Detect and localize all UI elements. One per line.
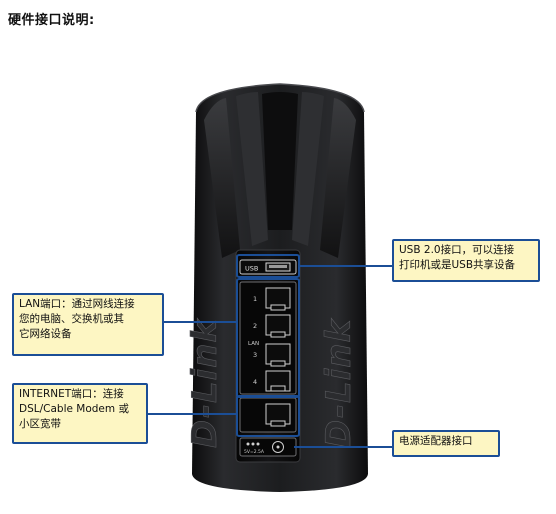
usb-callout: USB 2.0接口，可以连接 打印机或是USB共享设备 xyxy=(392,239,540,282)
lan-port-3: 3 xyxy=(253,343,291,367)
lan-port-number: 4 xyxy=(253,378,257,386)
lan-port-number: 2 xyxy=(253,322,257,330)
lan-callout: LAN端口：通过网线连接 您的电脑、交换机或其 它网络设备 xyxy=(12,293,164,356)
usb-callout-line: USB 2.0接口，可以连接 xyxy=(399,244,515,256)
internet-callout-line: 小区宽带 xyxy=(19,418,61,430)
power-jack: 5V=2.5A xyxy=(239,437,297,457)
internet-highlight xyxy=(236,395,300,437)
callout-connectors xyxy=(148,254,392,448)
usb-port-label: USB xyxy=(245,265,258,273)
lan-port-4: 4 xyxy=(253,370,291,392)
lan-port-number: 1 xyxy=(253,295,257,303)
brand-logo-left: D-Link xyxy=(185,318,225,448)
lan-callout-line: 它网络设备 xyxy=(19,328,72,340)
internet-callout: INTERNET端口：连接 DSL/Cable Modem 或 小区宽带 xyxy=(12,383,148,444)
usb-callout-line: 打印机或是USB共享设备 xyxy=(399,259,516,271)
power-rating-label: 5V=2.5A xyxy=(244,449,265,455)
lan-port-number: 3 xyxy=(253,351,257,359)
lan-port-2: 2 xyxy=(253,314,291,338)
internet-callout-line: DSL/Cable Modem 或 xyxy=(19,403,129,415)
lan-ports: 1 2 LAN 3 4 xyxy=(239,281,297,395)
lan-port-1: 1 xyxy=(253,287,291,311)
internet-callout-line: INTERNET端口：连接 xyxy=(19,388,124,400)
lan-label: LAN xyxy=(248,341,259,347)
brand-logo-right: D-Link xyxy=(319,318,359,448)
page-title: 硬件接口说明: xyxy=(8,13,95,28)
usb-port: USB xyxy=(239,259,297,275)
power-callout-line: 电源适配器接口 xyxy=(399,435,473,447)
lan-callout-line: LAN端口：通过网线连接 xyxy=(19,298,135,310)
power-callout: 电源适配器接口 xyxy=(392,430,500,457)
lan-callout-line: 您的电脑、交换机或其 xyxy=(19,313,124,325)
internet-port xyxy=(239,397,297,433)
